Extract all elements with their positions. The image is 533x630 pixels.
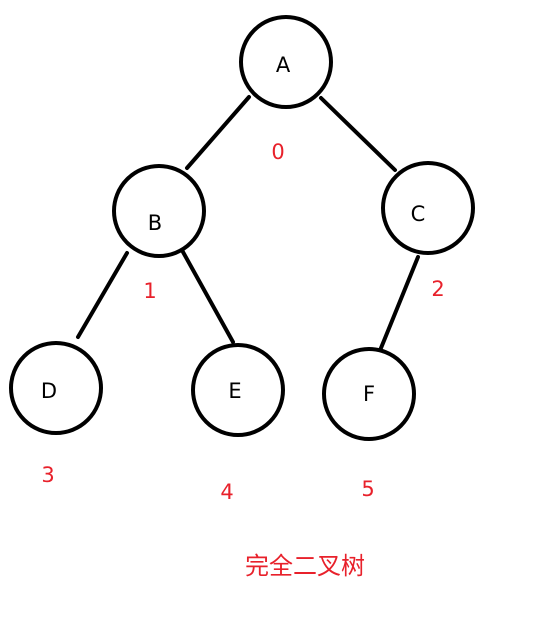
- tree-edges: [76, 95, 420, 350]
- tree-node-c: C: [381, 161, 475, 255]
- node-label-a: A: [276, 53, 291, 77]
- node-label-e: E: [228, 379, 241, 403]
- tree-node-f: F: [322, 347, 416, 441]
- node-circle-d: [9, 341, 103, 435]
- edge-b-e: [181, 250, 235, 344]
- edge-c-f: [379, 255, 420, 350]
- index-label-e: 4: [220, 480, 233, 504]
- edge-a-c: [319, 96, 397, 172]
- index-label-c: 2: [431, 277, 444, 301]
- edge-a-b: [185, 95, 251, 170]
- edge-b-d: [76, 251, 129, 339]
- diagram-caption: 完全二叉树: [245, 552, 365, 580]
- node-label-c: C: [411, 202, 426, 226]
- tree-node-b: B: [112, 164, 206, 258]
- node-circle-e: [191, 343, 285, 437]
- node-label-f: F: [363, 382, 375, 406]
- index-label-f: 5: [361, 477, 374, 501]
- node-circle-f: [322, 347, 416, 441]
- node-circle-c: [381, 161, 475, 255]
- index-label-b: 1: [143, 279, 156, 303]
- tree-node-a: A: [239, 15, 333, 109]
- tree-node-e: E: [191, 343, 285, 437]
- node-circle-a: [239, 15, 333, 109]
- node-index-labels: 0 1 2 3 4 5: [41, 140, 444, 504]
- node-label-d: D: [41, 379, 57, 403]
- tree-node-d: D: [9, 341, 103, 435]
- node-label-b: B: [148, 211, 162, 235]
- index-label-d: 3: [41, 463, 54, 487]
- index-label-a: 0: [271, 140, 284, 164]
- node-circle-b: [112, 164, 206, 258]
